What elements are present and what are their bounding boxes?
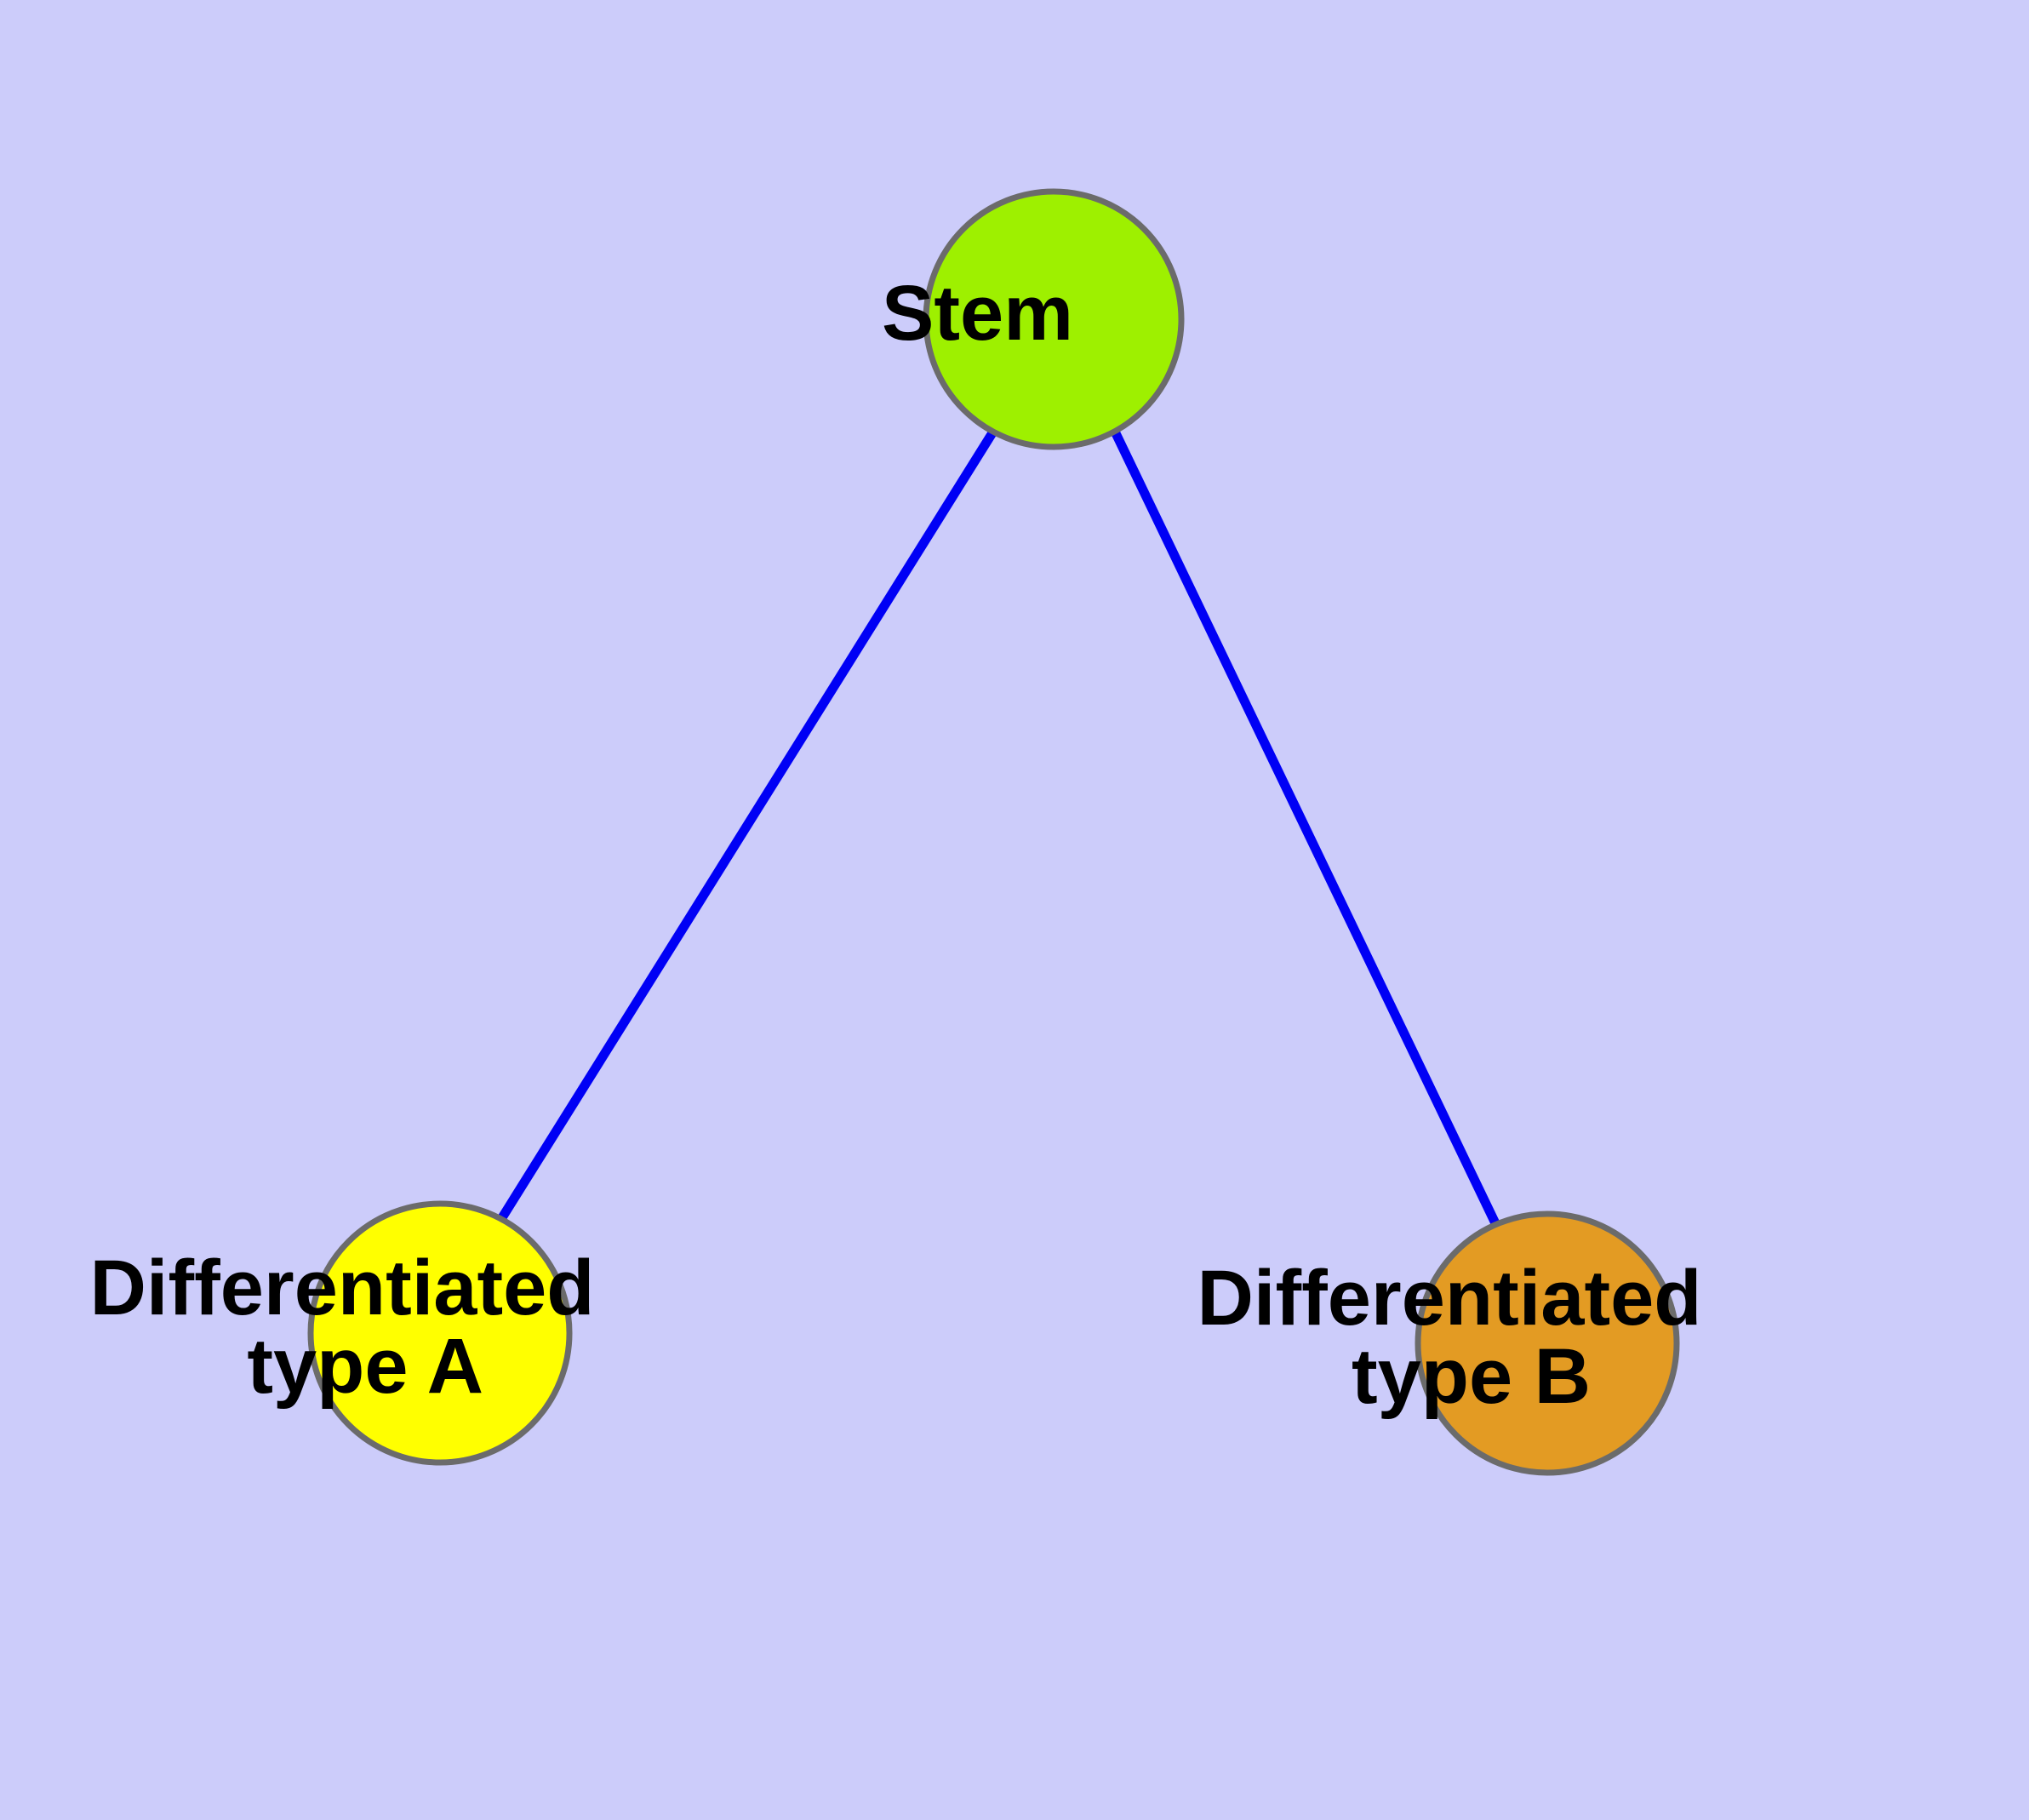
node-differentiated-type-b-label: Differentiated type B <box>1197 1255 1897 1420</box>
node-stem-circle[interactable] <box>923 188 1185 450</box>
node-differentiated-type-a-label-line-2: type A <box>247 1323 482 1410</box>
node-differentiated-type-b-label-line-2: type B <box>1352 1333 1591 1420</box>
label-layer: Stem Differentiated type A Differentiate… <box>89 270 1897 1420</box>
node-stem-label-line-1: Stem <box>882 270 1073 357</box>
edge-stem-to-differentiated-type-a[interactable] <box>497 429 997 1222</box>
edge-stem-to-differentiated-type-b[interactable] <box>1112 431 1500 1226</box>
node-differentiated-type-b[interactable] <box>1415 1210 1680 1476</box>
node-layer <box>307 188 1680 1476</box>
edge-layer <box>497 429 1500 1226</box>
node-differentiated-type-b-circle[interactable] <box>1415 1210 1680 1476</box>
node-stem-label: Stem <box>882 270 1226 357</box>
node-differentiated-type-a-label: Differentiated type A <box>89 1245 790 1410</box>
node-differentiated-type-a-label-line-1: Differentiated <box>89 1245 594 1331</box>
node-differentiated-type-a[interactable] <box>307 1200 573 1466</box>
node-differentiated-type-a-circle[interactable] <box>307 1200 573 1466</box>
node-stem[interactable] <box>923 188 1185 450</box>
node-differentiated-type-b-label-line-1: Differentiated <box>1197 1255 1701 1342</box>
